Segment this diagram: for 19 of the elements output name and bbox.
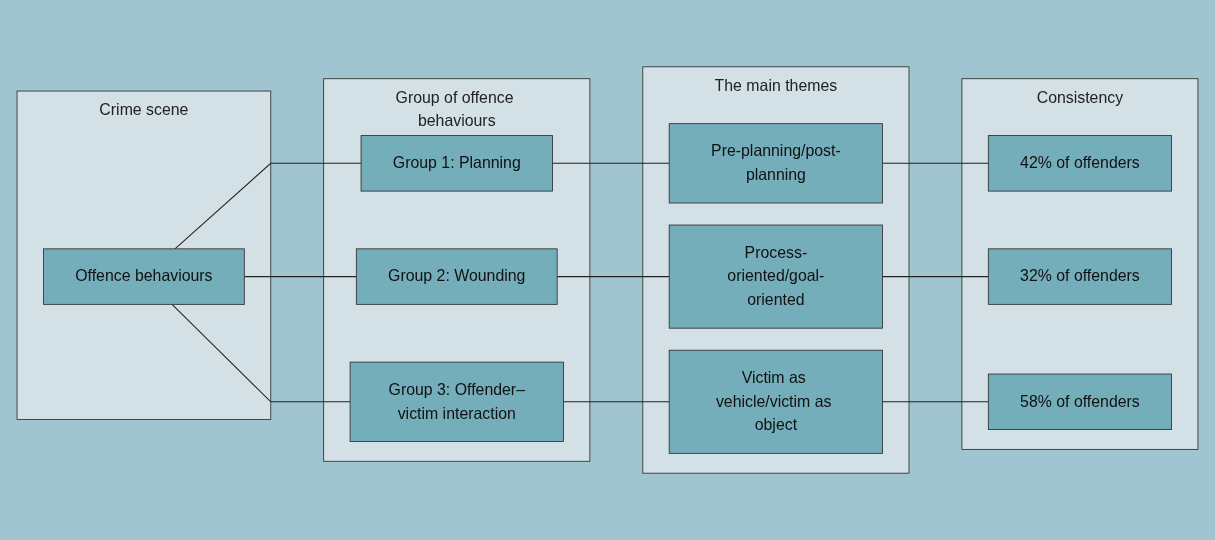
node-box: Process-oriented/goal-oriented bbox=[668, 224, 883, 329]
connector bbox=[556, 276, 670, 278]
node-box: 58% of offenders bbox=[987, 373, 1172, 430]
connector bbox=[551, 162, 670, 164]
node-box: 42% of offenders bbox=[987, 135, 1172, 192]
node-box: Victim as vehicle/victim as object bbox=[668, 349, 883, 454]
node-box: Offence behaviours bbox=[43, 248, 245, 305]
node-box: Pre-planning/post-planning bbox=[668, 123, 883, 204]
node-box: Group 1: Planning bbox=[360, 135, 553, 192]
connector bbox=[171, 303, 351, 403]
connector bbox=[882, 162, 989, 164]
node-box: Group 3: Offender–victim interaction bbox=[349, 361, 564, 442]
node-box: 32% of offenders bbox=[987, 248, 1172, 305]
connector bbox=[174, 162, 362, 250]
connector bbox=[882, 401, 989, 403]
connector bbox=[243, 276, 357, 278]
connector bbox=[882, 276, 989, 278]
connector bbox=[562, 401, 670, 403]
node-box: Group 2: Wounding bbox=[355, 248, 558, 305]
